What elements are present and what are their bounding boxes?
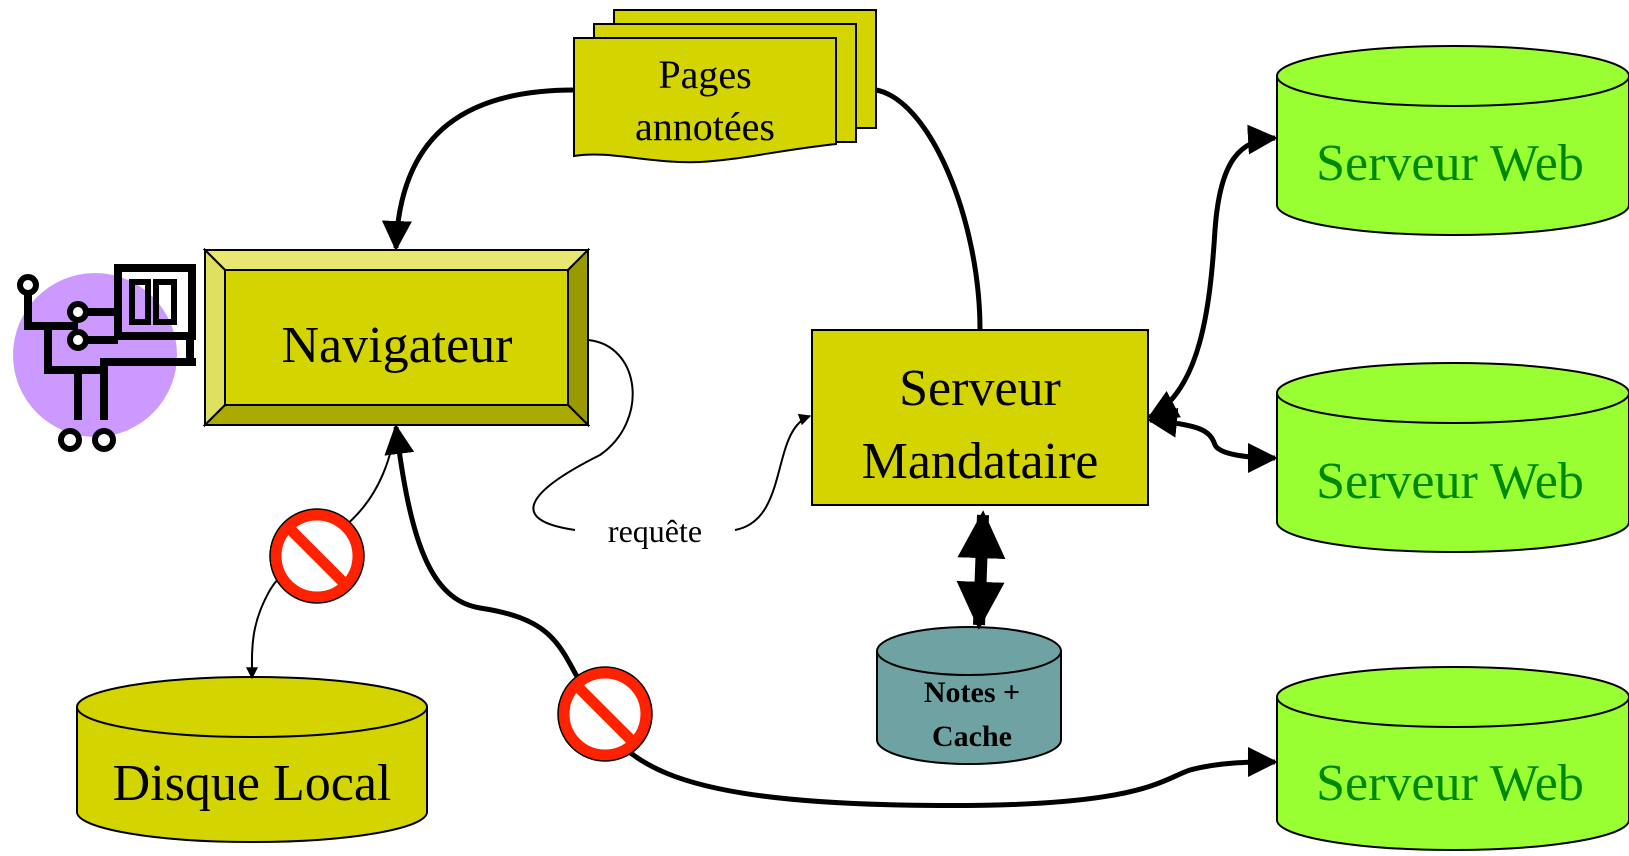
pages-label-line1: Pages [658,52,751,97]
cache-label-line2: Cache [932,720,1012,753]
web-server-3-label: Serveur Web [1316,755,1584,812]
web-server-1: Serveur Web [1276,45,1629,236]
no-entry-icon [269,508,365,604]
web-server-2: Serveur Web [1276,362,1629,553]
local-disk-database: Disque Local [76,676,428,843]
request-label: requête [608,513,702,549]
proxy-web2-arrow [1147,407,1278,473]
web-server-1-label: Serveur Web [1316,135,1584,192]
no-entry-icon [557,666,653,762]
pages-to-browser-arrow [381,87,575,251]
proxy-server-node: Serveur Mandataire [811,329,1149,506]
proxy-web1-arrow [1147,124,1278,420]
web-server-2-label: Serveur Web [1316,453,1584,510]
web-server-3: Serveur Web [1276,666,1629,851]
request-arrow [734,413,812,531]
proxy-label-line1: Serveur [899,360,1061,417]
pages-label-line2: annotées [635,104,775,149]
cache-database: Notes + Cache [876,626,1062,765]
computer-user-icon [13,264,196,452]
browser-label: Navigateur [281,317,512,374]
proxy-cache-arrow [956,510,1006,630]
annotated-pages-stack: Pages annotées [573,9,877,164]
browser-node: Navigateur [202,247,591,428]
proxy-label-line2: Mandataire [862,433,1099,490]
cache-label-line1: Notes + [924,676,1020,709]
browser-to-web3-arrow [384,424,1278,809]
pages-to-proxy-line [875,87,983,331]
local-disk-label: Disque Local [113,755,392,812]
